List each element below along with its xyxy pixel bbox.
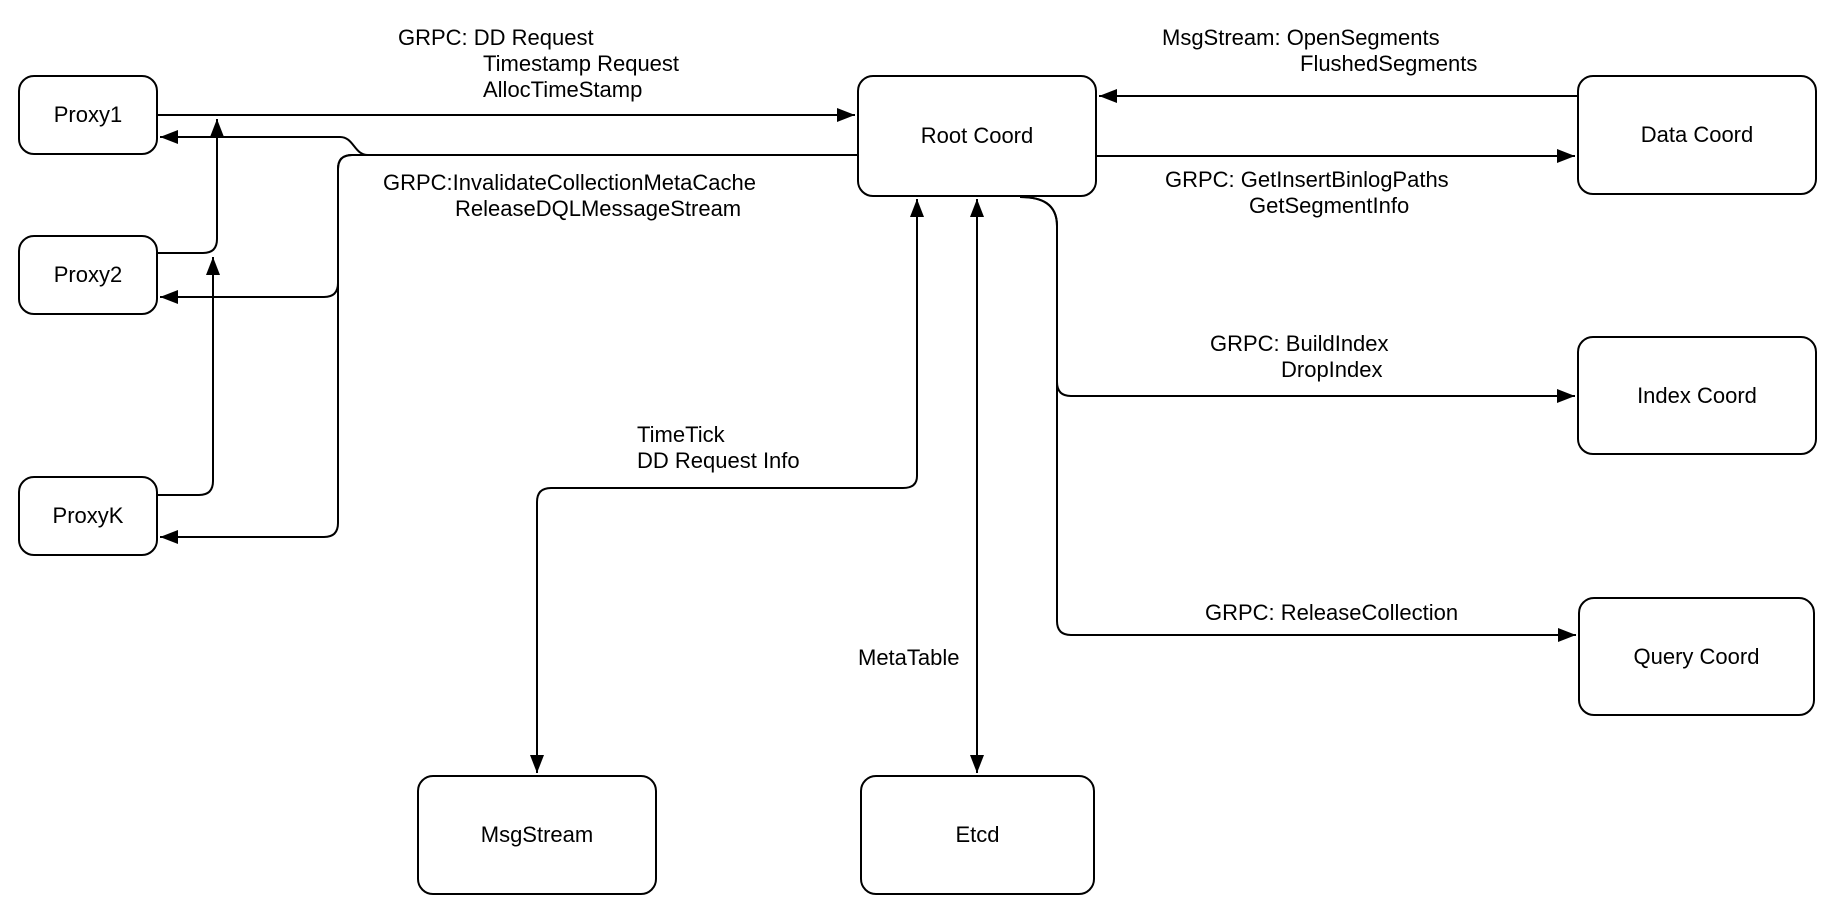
edge-label-dd-request-line2: Timestamp Request [483, 51, 680, 76]
node-index-coord: Index Coord [1577, 336, 1817, 455]
edge-label-dd-request-line1: GRPC: DD Request [398, 25, 594, 50]
node-root-coord-label: Root Coord [920, 123, 1034, 148]
node-msgstream: MsgStream [417, 775, 657, 895]
edge-rootcoord-to-proxy1 [160, 130, 857, 156]
edge-rootcoord-msgstream [530, 199, 924, 773]
edge-label-releasecollection: GRPC: ReleaseCollection [1205, 600, 1459, 625]
node-query-coord-label: Query Coord [1633, 643, 1760, 669]
edge-label-opensegments-line2: FlushedSegments [1300, 51, 1478, 76]
node-data-coord-label: Data Coord [1640, 122, 1754, 147]
node-proxy2: Proxy2 [18, 235, 158, 315]
edge-label-buildindex-line2: DropIndex [1281, 357, 1383, 382]
node-etcd-label: Etcd [955, 822, 1000, 847]
node-data-coord: Data Coord [1577, 75, 1817, 195]
edge-label-buildindex-line1: GRPC: BuildIndex [1210, 331, 1389, 356]
edge-proxyk-up-join [158, 257, 220, 496]
edge-label-invalidate-line1: GRPC:InvalidateCollectionMetaCache [383, 170, 756, 195]
edge-label-metatable: MetaTable [858, 645, 960, 670]
edge-proxy2-up-join [158, 119, 224, 254]
node-proxy1: Proxy1 [18, 75, 158, 155]
node-etcd: Etcd [860, 775, 1095, 895]
node-proxyk-label: ProxyK [52, 503, 124, 528]
edge-rootcoord-to-proxyk [160, 154, 857, 544]
edge-rootcoord-to-querycoord [1019, 196, 1576, 642]
edge-label-timetick-line1: TimeTick [637, 422, 725, 447]
edge-label-getinsertbinlog-line1: GRPC: GetInsertBinlogPaths [1165, 167, 1449, 192]
edge-label-timetick-line2: DD Request Info [637, 448, 800, 473]
edge-label-getinsertbinlog-line2: GetSegmentInfo [1249, 193, 1410, 218]
node-msgstream-label: MsgStream [480, 822, 594, 847]
node-root-coord: Root Coord [857, 75, 1097, 197]
node-index-coord-label: Index Coord [1637, 382, 1757, 408]
edge-label-dd-request-line3: AllocTimeStamp [483, 77, 643, 102]
node-proxyk: ProxyK [18, 476, 158, 556]
node-proxy2-label: Proxy2 [53, 262, 123, 287]
node-query-coord: Query Coord [1578, 597, 1815, 716]
edge-label-invalidate-line2: ReleaseDQLMessageStream [455, 196, 742, 221]
edge-label-opensegments-line1: MsgStream: OpenSegments [1162, 25, 1440, 50]
node-proxy1-label: Proxy1 [53, 102, 123, 127]
